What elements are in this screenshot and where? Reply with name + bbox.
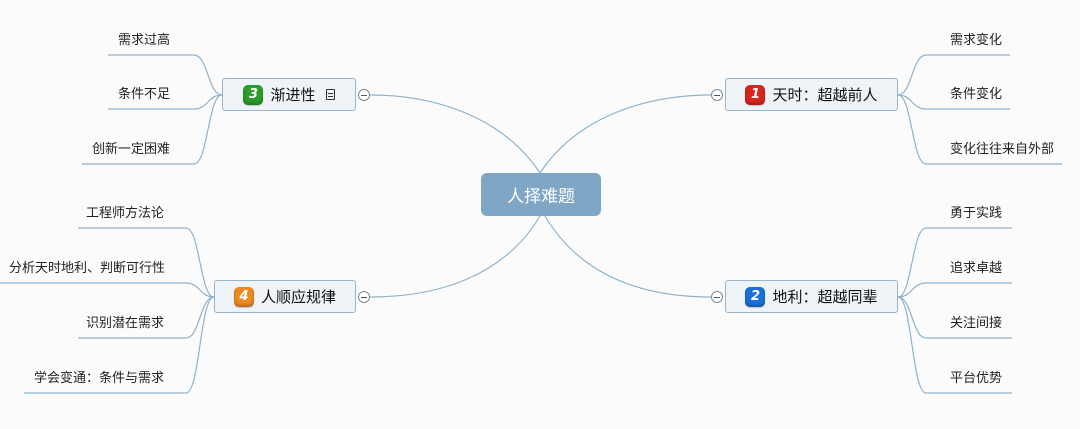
priority-1-icon: 1 xyxy=(745,84,766,105)
connector-b4-leaf-2 xyxy=(78,296,215,339)
connector-b4-leaf-0 xyxy=(78,227,215,298)
connector-b4-leaf-3 xyxy=(24,296,215,394)
collapse-toggle-branch-2[interactable] xyxy=(711,291,723,303)
priority-3-icon: 3 xyxy=(243,84,264,105)
branch-1-topic[interactable]: 1 天时：超越前人 xyxy=(725,78,898,111)
leaf-topic[interactable]: 关注间接 xyxy=(950,316,1003,331)
collapse-toggle-branch-1[interactable] xyxy=(711,89,723,101)
connector-b2-leaf-3 xyxy=(897,296,1012,394)
branch-2-topic[interactable]: 2 地利：超越同辈 xyxy=(725,280,898,313)
leaf-topic[interactable]: 工程师方法论 xyxy=(86,206,165,221)
leaf-topic[interactable]: 创新一定困难 xyxy=(92,142,171,157)
connector-b2-leaf-2 xyxy=(897,296,1012,339)
note-icon[interactable] xyxy=(325,89,335,100)
leaf-topic[interactable]: 分析天时地利、判断可行性 xyxy=(9,261,166,276)
connector-central-b1 xyxy=(539,94,713,174)
leaf-topic[interactable]: 勇于实践 xyxy=(950,206,1003,221)
connector-central-b3 xyxy=(369,94,541,174)
connector-b2-leaf-1 xyxy=(897,282,1012,298)
branch-4-label: 人顺应规律 xyxy=(260,288,336,306)
priority-2-icon: 2 xyxy=(745,286,766,307)
connector-b1-leaf-0 xyxy=(897,54,1010,96)
branch-2-label: 地利：超越同辈 xyxy=(772,288,878,306)
leaf-topic[interactable]: 学会变通：条件与需求 xyxy=(34,371,165,386)
branch-3-label: 渐进性 xyxy=(270,86,316,104)
branch-4-topic[interactable]: 4 人顺应规律 xyxy=(214,280,356,313)
connector-b4-leaf-1 xyxy=(0,282,215,298)
connector-b3-leaf-2 xyxy=(82,94,223,165)
collapse-toggle-branch-3[interactable] xyxy=(358,89,370,101)
leaf-topic[interactable]: 平台优势 xyxy=(950,371,1003,386)
priority-4-icon: 4 xyxy=(233,286,254,307)
leaf-topic[interactable]: 追求卓越 xyxy=(950,261,1003,276)
leaf-topic[interactable]: 需求过高 xyxy=(118,33,171,48)
connector-b1-leaf-1 xyxy=(897,94,1010,110)
connector-b3-leaf-1 xyxy=(108,94,223,110)
leaf-topic[interactable]: 条件不足 xyxy=(118,87,171,102)
leaf-topic[interactable]: 变化往往来自外部 xyxy=(950,142,1055,157)
connector-b3-leaf-0 xyxy=(108,54,223,96)
leaf-topic[interactable]: 需求变化 xyxy=(950,33,1003,48)
collapse-toggle-branch-4[interactable] xyxy=(358,291,370,303)
leaf-topic[interactable]: 识别潜在需求 xyxy=(86,316,165,331)
branch-3-topic[interactable]: 3 渐进性 xyxy=(222,78,356,111)
connector-b2-leaf-0 xyxy=(897,227,1012,298)
central-topic[interactable]: 人择难题 xyxy=(481,173,601,216)
connector-central-b2 xyxy=(544,215,713,298)
branch-1-label: 天时：超越前人 xyxy=(772,86,878,104)
connector-b1-leaf-2 xyxy=(897,94,1062,165)
central-topic-label: 人择难题 xyxy=(507,187,575,207)
connector-central-b4 xyxy=(369,215,541,298)
leaf-topic[interactable]: 条件变化 xyxy=(950,87,1003,102)
